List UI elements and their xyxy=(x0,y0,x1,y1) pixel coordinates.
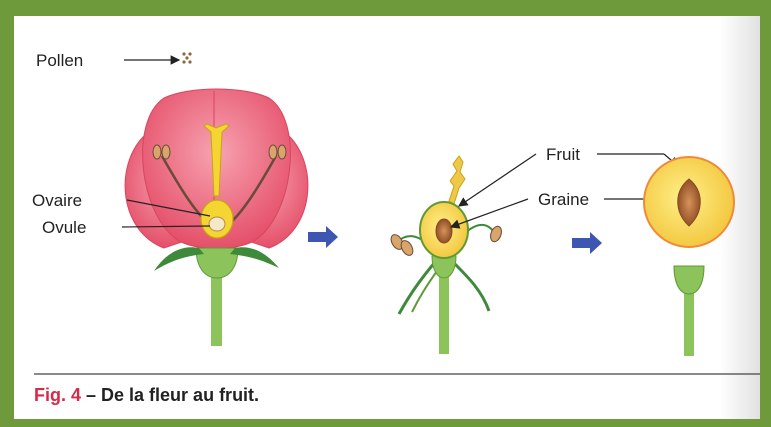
flower-stem xyxy=(211,278,222,346)
sepal-left xyxy=(154,247,204,271)
transition-arrow-1 xyxy=(308,226,338,248)
pollen-grains xyxy=(182,52,191,63)
textbook-page: Pollen Ovaire Ovule Fruit Graine Fig. 4 … xyxy=(14,16,760,419)
developing-fruit xyxy=(389,156,504,354)
flower xyxy=(125,89,308,346)
pollen-annotation xyxy=(124,52,192,63)
ovule xyxy=(209,217,225,231)
ovule-label: Ovule xyxy=(42,218,86,237)
transition-arrow-2 xyxy=(572,232,602,254)
figure-number: Fig. 4 xyxy=(34,385,81,405)
ovaire-label: Ovaire xyxy=(32,191,82,210)
pollen-label: Pollen xyxy=(36,51,83,70)
flower-to-fruit-diagram: Pollen Ovaire Ovule Fruit Graine xyxy=(14,16,760,419)
graine-label: Graine xyxy=(538,190,589,209)
caption-text: – De la fleur au fruit. xyxy=(81,385,259,405)
fruit-pointer-left xyxy=(459,154,536,206)
figure-caption: Fig. 4 – De la fleur au fruit. xyxy=(34,385,259,406)
mature-fruit xyxy=(644,157,734,356)
fruit-label: Fruit xyxy=(546,145,580,164)
